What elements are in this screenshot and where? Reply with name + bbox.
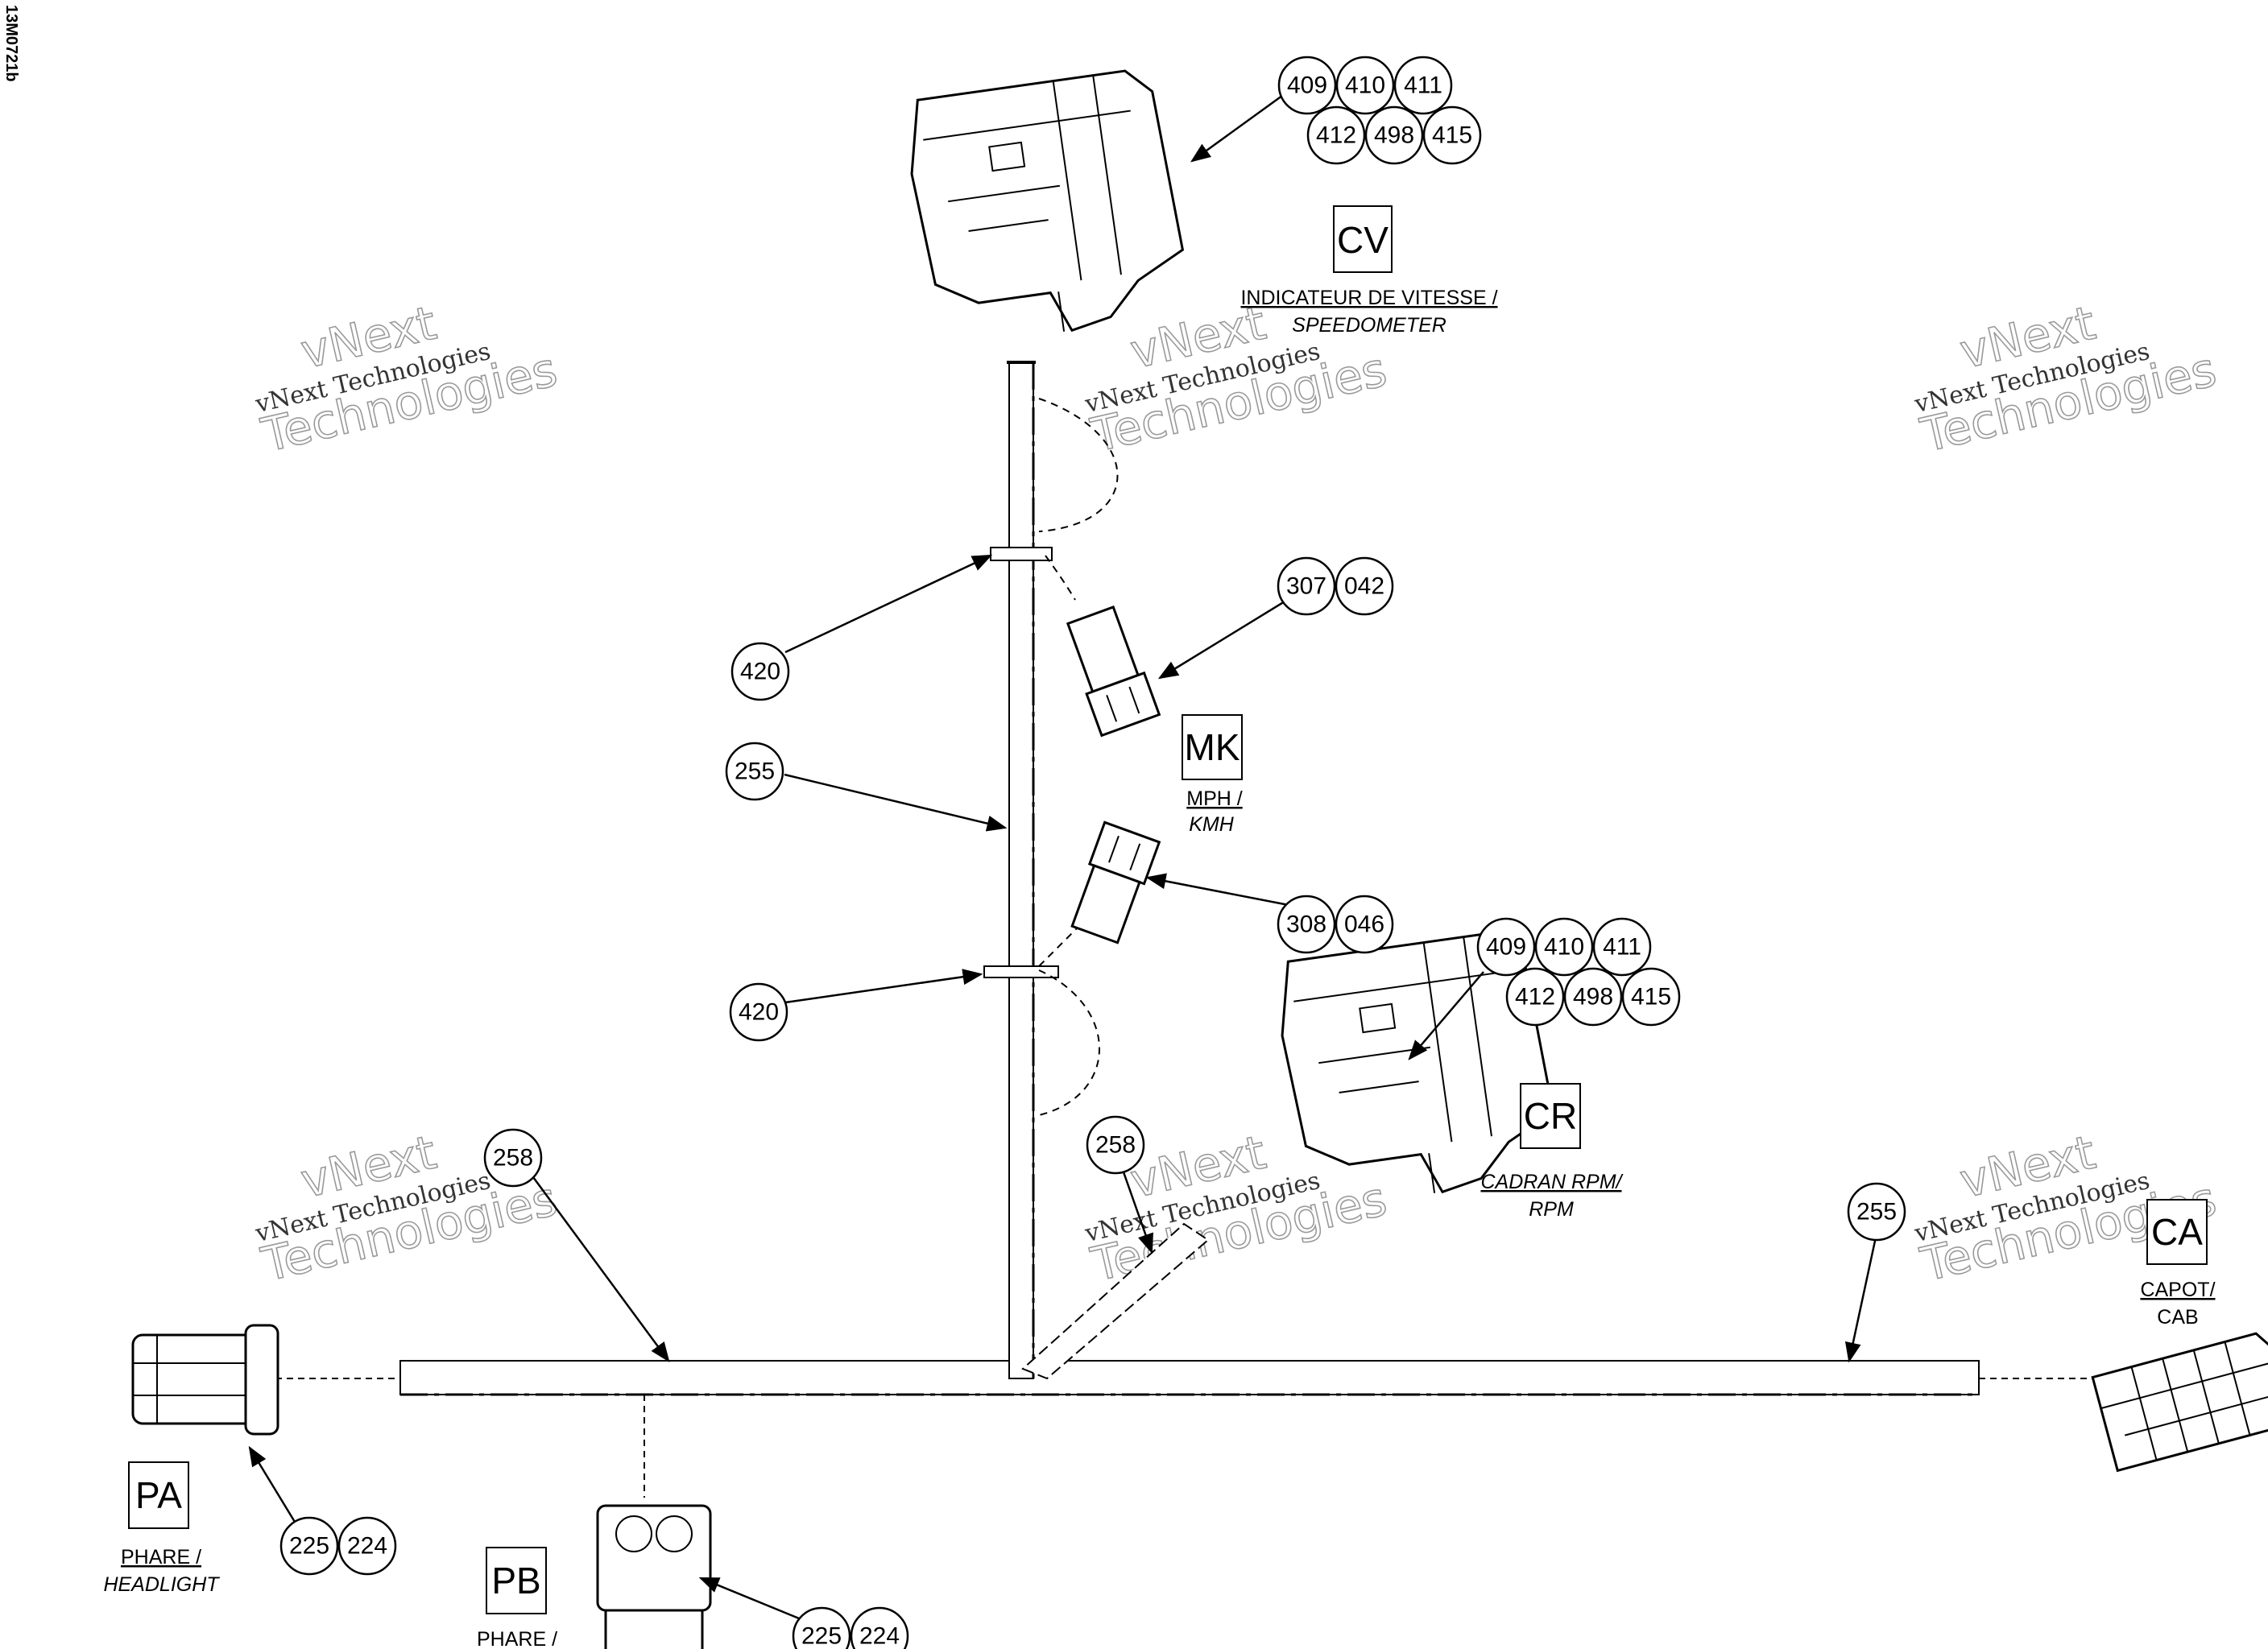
watermark-top-right: vNext vNext Technologies Technologies — [1911, 295, 2221, 464]
connector-code: PB — [491, 1560, 540, 1601]
connector-label-fr: PHARE / — [477, 1628, 557, 1649]
connector-pa: PA PHARE / HEADLIGHT — [103, 1461, 220, 1596]
callout-cv-pin-labels: 409 410 411 412 498 415 — [1287, 72, 1472, 149]
connector-cv: CV INDICATEUR DE VITESSE / SPEEDOMETER — [1240, 205, 1498, 337]
part-number: 255 — [1856, 1199, 1897, 1225]
connector-label-en: RPM — [1529, 1198, 1574, 1221]
pin-number: 410 — [1345, 72, 1385, 99]
part-number: 420 — [740, 659, 780, 685]
connector-label-fr: PHARE / — [121, 1546, 201, 1568]
connector-label-fr: CADRAN RPM/ — [1480, 1171, 1624, 1193]
pin-number: 411 — [1404, 72, 1442, 99]
callout-cr-pins — [1476, 917, 1681, 1027]
pin-number: 042 — [1344, 573, 1384, 600]
callout-pa-pins: 225 224 — [279, 1516, 397, 1576]
pin-number: 224 — [859, 1623, 900, 1649]
headlight-b-connector-icon — [596, 1504, 712, 1649]
callout-pb-pins: 225 224 — [792, 1606, 909, 1649]
pin-number: 498 — [1374, 122, 1414, 149]
harness-main-trunk — [275, 361, 2102, 1498]
connector-code: MK — [1185, 726, 1240, 768]
pin-number: 225 — [289, 1533, 329, 1560]
part-number: 255 — [735, 758, 775, 785]
callout-harness-diagonal: 258 — [1086, 1115, 1145, 1175]
pin-number: 415 — [1432, 122, 1472, 149]
connector-label-fr: CAPOT/ — [2140, 1279, 2215, 1301]
headlight-a-connector-icon — [131, 1324, 279, 1436]
connector-ca: CA CAPOT/ CAB — [2140, 1199, 2216, 1329]
connector-label-en: KMH — [1189, 813, 1235, 836]
callout-harness-left: 258 — [483, 1128, 543, 1188]
callout-harness-main-vertical: 255 — [725, 742, 784, 801]
connector-code: CV — [1337, 219, 1389, 261]
pin-number: 412 — [1515, 984, 1555, 1010]
part-number: 258 — [493, 1145, 533, 1172]
callout-leaders — [248, 92, 1878, 1620]
connector-mk: MK MPH / KMH — [1182, 714, 1243, 836]
connector-cr: CR CADRAN RPM/ RPM — [1480, 1083, 1624, 1221]
mph-kmh-connector-male-icon — [1066, 605, 1161, 738]
document-id: 13M0721b — [2, 5, 20, 82]
connector-label-fr: MPH / — [1186, 787, 1243, 810]
connector-pb: PB PHARE / — [477, 1547, 557, 1649]
pin-number: 307 — [1286, 573, 1326, 600]
callout-mk-upper-pins: 307 042 — [1277, 556, 1394, 616]
pin-number: 046 — [1344, 911, 1384, 938]
connector-code: PA — [135, 1474, 182, 1516]
connector-code: CR — [1524, 1095, 1577, 1137]
pin-number: 409 — [1486, 934, 1526, 961]
watermark-top-left: vNext vNext Technologies Technologies — [252, 295, 562, 464]
pin-number: 308 — [1286, 911, 1326, 938]
part-number: 258 — [1095, 1132, 1136, 1159]
pin-number: 498 — [1573, 984, 1613, 1010]
part-number: 420 — [739, 999, 779, 1026]
pin-number: 411 — [1603, 934, 1641, 961]
connector-label-en: CAB — [2157, 1306, 2198, 1329]
callout-clamp-lower: 420 — [729, 982, 788, 1042]
pin-number: 225 — [801, 1623, 842, 1649]
connector-label-en: SPEEDOMETER — [1292, 314, 1446, 337]
connector-label-fr: INDICATEUR DE VITESSE / — [1240, 287, 1497, 309]
pin-number: 409 — [1287, 72, 1327, 99]
connector-code: CA — [2151, 1211, 2203, 1253]
callout-harness-right: 255 — [1847, 1182, 1906, 1242]
callout-cr-pin-labels: 409 410 411 412 498 415 — [1486, 934, 1671, 1010]
pin-number: 224 — [347, 1533, 387, 1560]
cab-connector-icon — [2091, 1332, 2268, 1473]
callout-cv-pins — [1277, 56, 1482, 165]
pin-number: 410 — [1544, 934, 1584, 961]
pin-number: 412 — [1316, 122, 1356, 149]
callout-mk-lower-pins: 308 046 — [1277, 895, 1394, 954]
speedometer-connector-icon — [910, 69, 1185, 333]
connector-label-en: HEADLIGHT — [103, 1573, 220, 1596]
pin-number: 415 — [1631, 984, 1671, 1010]
callout-clamp-upper: 420 — [730, 642, 790, 701]
mph-kmh-connector-female-icon — [1070, 820, 1161, 944]
